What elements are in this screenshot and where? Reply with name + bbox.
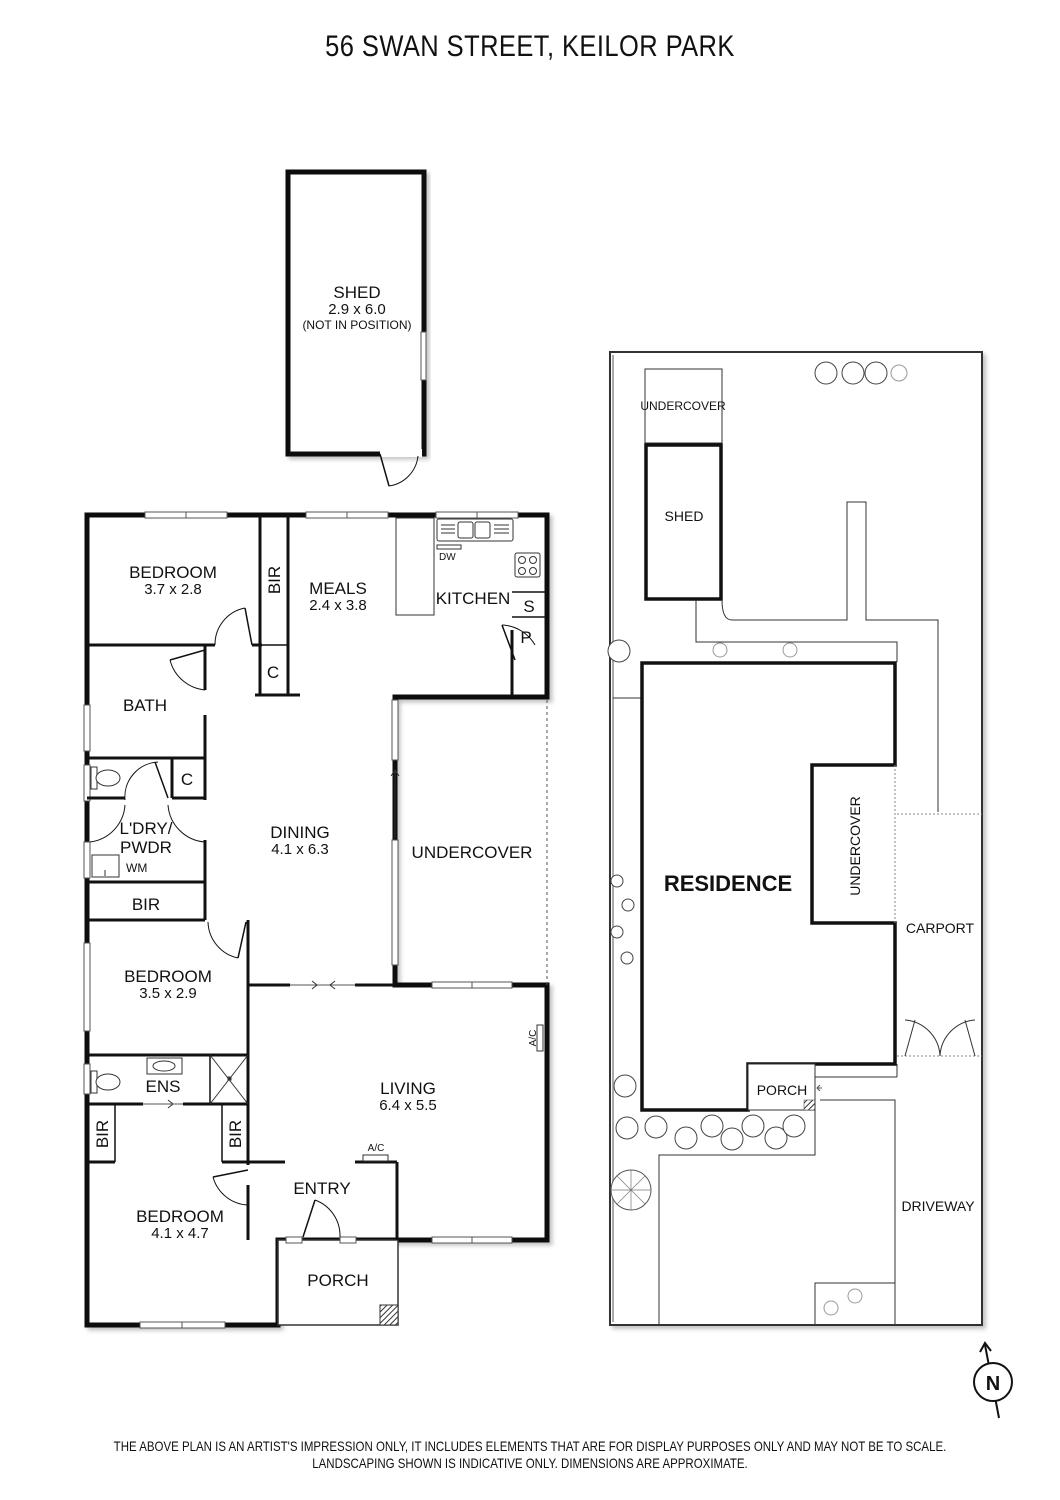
storage-label: S xyxy=(523,597,534,616)
porch-post xyxy=(379,1304,399,1326)
bath-label: BATH xyxy=(123,696,167,715)
ensuite-label: ENS xyxy=(146,1077,181,1096)
plan-title: 56 SWAN STREET, KEILOR PARK xyxy=(325,30,735,63)
kitchen-label: KITCHEN xyxy=(436,589,511,608)
dining-dims: 4.1 x 6.3 xyxy=(271,841,329,858)
ac-label-1: A/C xyxy=(528,1030,539,1047)
site-undercover-label: UNDERCOVER xyxy=(640,399,726,413)
bedroom2-label: BEDROOM xyxy=(124,967,212,986)
wm-label: WM xyxy=(126,861,147,875)
bir-label-4: BIR xyxy=(226,1120,245,1148)
north-arrow-icon xyxy=(973,1341,1013,1419)
windows xyxy=(83,511,519,1329)
shed-note: (NOT IN POSITION) xyxy=(302,318,411,332)
cupboard-label-2: C xyxy=(181,770,193,789)
dining-label: DINING xyxy=(270,823,330,842)
undercover-label: UNDERCOVER xyxy=(412,843,533,862)
site-porch-label: PORCH xyxy=(757,1082,808,1098)
kitchen-fixtures xyxy=(395,517,541,616)
landscaping-shrubs xyxy=(607,361,908,1316)
driveway-label: DRIVEWAY xyxy=(901,1198,975,1214)
disclaimer-line-2: LANDSCAPING SHOWN IS INDICATIVE ONLY. DI… xyxy=(312,1455,748,1471)
site-shed-label: SHED xyxy=(665,508,704,524)
bedroom1-label: BEDROOM xyxy=(129,563,217,582)
disclaimer-line-1: THE ABOVE PLAN IS AN ARTIST'S IMPRESSION… xyxy=(113,1438,947,1454)
meals-dims: 2.4 x 3.8 xyxy=(309,597,367,614)
shed-label: SHED xyxy=(333,283,380,302)
bir-label-3: BIR xyxy=(93,1120,112,1148)
porch-label: PORCH xyxy=(307,1271,368,1290)
site-plan xyxy=(609,351,983,1326)
bedroom1-dims: 3.7 x 2.8 xyxy=(144,581,202,598)
pantry-label: P xyxy=(520,628,531,647)
shed-outline xyxy=(285,169,427,487)
bathroom-fixtures xyxy=(90,766,544,1162)
living-label: LIVING xyxy=(380,1079,436,1098)
cupboard-label: C xyxy=(267,663,279,682)
living-dims: 6.4 x 5.5 xyxy=(379,1097,437,1114)
ac-label-2: A/C xyxy=(368,1143,385,1154)
site-undercover-side-label: UNDERCOVER xyxy=(847,796,863,896)
bir-label: BIR xyxy=(265,566,284,594)
bedroom2-dims: 3.5 x 2.9 xyxy=(139,985,197,1002)
bedroom3-label: BEDROOM xyxy=(136,1207,224,1226)
dw-label: DW xyxy=(439,552,456,563)
powder-label: PWDR xyxy=(120,838,172,857)
entry-label: ENTRY xyxy=(293,1179,350,1198)
meals-label: MEALS xyxy=(309,579,367,598)
disclaimer: THE ABOVE PLAN IS AN ARTIST'S IMPRESSION… xyxy=(95,1438,964,1472)
laundry-label: L'DRY/ xyxy=(119,819,172,838)
interior-walls xyxy=(87,515,547,1240)
bir-label-2: BIR xyxy=(132,895,160,914)
residence-label: RESIDENCE xyxy=(664,871,792,896)
doors xyxy=(89,607,341,1238)
north-label: N xyxy=(986,1373,1000,1395)
porch-area xyxy=(277,1239,399,1326)
bedroom3-dims: 4.1 x 4.7 xyxy=(151,1225,209,1242)
shed-dims: 2.9 x 6.0 xyxy=(328,301,386,318)
carport-label: CARPORT xyxy=(906,920,975,936)
